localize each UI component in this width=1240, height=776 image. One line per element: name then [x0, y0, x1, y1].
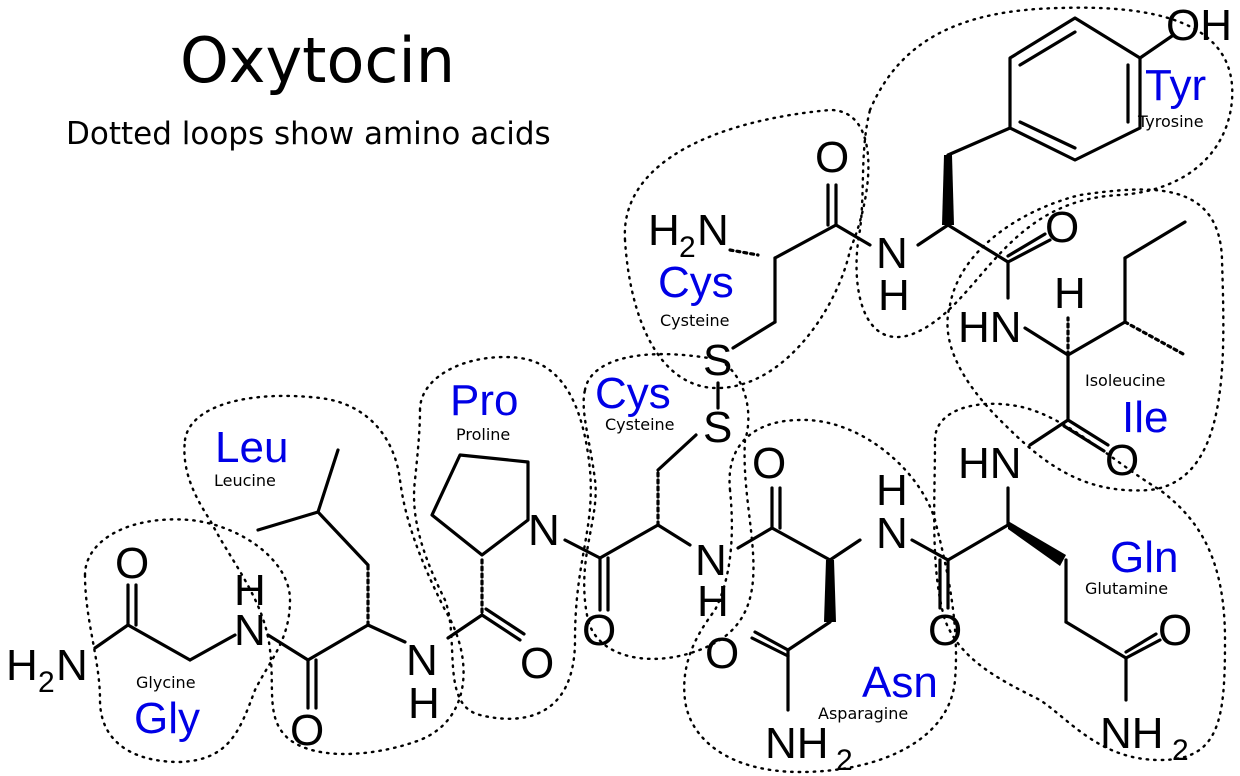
pro-ring [430, 453, 530, 557]
label-leu-abbr: Leu [215, 423, 288, 472]
svg-text:2: 2 [38, 666, 55, 699]
svg-text:NH: NH [765, 719, 829, 768]
label-pro-abbr: Pro [450, 376, 518, 425]
svg-text:2: 2 [836, 744, 853, 776]
atom-h-cys-mid: H [697, 577, 729, 626]
svg-text:2: 2 [679, 231, 696, 264]
tyr-wedge [942, 155, 954, 225]
atom-h2n-top: H 2 N [648, 206, 729, 264]
label-tyr-abbr: Tyr [1145, 61, 1206, 110]
atom-o-gln-backbone: O [928, 606, 962, 655]
atom-h-asn-amide: H [876, 466, 908, 515]
label-cys-mid-name: Cysteine [605, 415, 675, 434]
atom-o-gly: O [115, 539, 149, 588]
gln-wedge [1008, 521, 1066, 566]
loop-asn [683, 418, 958, 774]
atom-n-cys-mid: N [695, 536, 727, 585]
atom-labels: OH O N H O H 2 N S S HN H O HN H N O O N… [6, 1, 1232, 776]
atom-n-leu: N [406, 636, 438, 685]
atom-s-upper: S [703, 336, 732, 385]
svg-text:H: H [6, 641, 38, 690]
diagram-subtitle: Dotted loops show amino acids [66, 116, 551, 152]
svg-text:NH: NH [1100, 709, 1164, 758]
label-ile-abbr: Ile [1122, 393, 1168, 442]
atom-h-ile: H [1054, 269, 1086, 318]
svg-text:N: N [697, 206, 729, 255]
loop-leu [183, 394, 465, 756]
atom-oh: OH [1166, 1, 1232, 50]
amino-acid-loops [83, 6, 1234, 774]
atom-h2n-gly: H 2 N [6, 641, 88, 699]
atom-o-gln-side: O [1158, 606, 1192, 655]
label-cys-top-abbr: Cys [658, 258, 734, 307]
atom-h-leu: H [408, 679, 440, 728]
svg-text:N: N [56, 641, 88, 690]
bonds [93, 16, 1187, 712]
atom-h-tyr: H [878, 271, 910, 320]
loop-cys-mid [582, 353, 755, 661]
loop-ile [946, 188, 1225, 492]
atom-o-cys-mid: O [582, 606, 616, 655]
atom-o-asn-side: O [705, 629, 739, 678]
atom-nh2-gln: NH 2 [1100, 709, 1189, 767]
label-asn-name: Asparagine [818, 704, 908, 723]
atom-hn-ile: HN [958, 303, 1022, 352]
atom-nh2-asn: NH 2 [765, 719, 853, 776]
atom-o-tyr-carbonyl: O [1045, 203, 1079, 252]
atom-n-tyr: N [876, 229, 908, 278]
atom-o-ile: O [1105, 436, 1139, 485]
label-asn-abbr: Asn [862, 658, 938, 707]
atom-s-lower: S [703, 403, 732, 452]
svg-text:2: 2 [1172, 734, 1189, 767]
label-leu-name: Leucine [214, 471, 276, 490]
atom-n-pro: N [528, 506, 560, 555]
label-gln-abbr: Gln [1110, 533, 1178, 582]
loop-tyr [855, 6, 1234, 339]
atom-o-asn-backbone: O [752, 439, 786, 488]
label-ile-name: Isoleucine [1085, 371, 1166, 390]
loop-gln [933, 402, 1227, 762]
asn-wedge [824, 560, 836, 622]
label-gly-abbr: Gly [134, 694, 200, 743]
tyr-ring [1008, 16, 1142, 162]
loop-cys-top [623, 108, 870, 390]
loop-pro [412, 355, 592, 720]
label-pro-name: Proline [456, 425, 510, 444]
label-tyr-name: Tyrosine [1137, 112, 1204, 131]
atom-o-cys-top: O [815, 133, 849, 182]
label-cys-top-name: Cysteine [660, 311, 730, 330]
atom-o-leu: O [290, 706, 324, 755]
atom-hn-gln: HN [958, 439, 1022, 488]
atom-n-asn-amide: N [876, 509, 908, 558]
loop-gly [83, 518, 292, 764]
atom-n-gly: N [234, 606, 266, 655]
label-gly-name: Glycine [136, 673, 196, 692]
atom-h-gly: H [234, 566, 266, 615]
label-gln-name: Glutamine [1085, 579, 1168, 598]
atom-o-pro: O [520, 639, 554, 688]
diagram-title: Oxytocin [180, 24, 455, 97]
label-cys-mid-abbr: Cys [595, 369, 671, 418]
svg-text:H: H [648, 206, 680, 255]
amino-acid-labels: Tyr Tyrosine Cys Cysteine Ile Isoleucine… [134, 61, 1206, 743]
